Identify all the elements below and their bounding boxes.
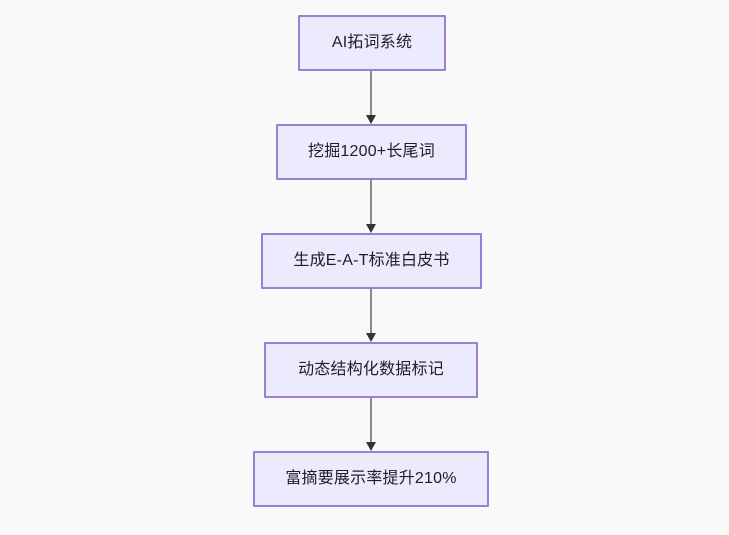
flow-node-rich-snippet-rate-increase[interactable]: 富摘要展示率提升210% [253, 451, 489, 507]
arrowhead-icon [365, 115, 376, 124]
edge-line [370, 289, 372, 333]
arrowhead-icon [365, 442, 376, 451]
flow-node-label: 生成E-A-T标准白皮书 [293, 252, 450, 269]
arrowhead-icon [365, 224, 376, 233]
flow-node-dynamic-structured-data-markup[interactable]: 动态结构化数据标记 [264, 342, 478, 398]
flow-node-label: 挖掘1200+长尾词 [308, 143, 435, 160]
flow-node-generate-eat-whitepaper[interactable]: 生成E-A-T标准白皮书 [261, 233, 482, 289]
flow-node-label: 富摘要展示率提升210% [285, 470, 457, 487]
edge-line [370, 71, 372, 115]
flow-node-mine-longtail-keywords[interactable]: 挖掘1200+长尾词 [276, 124, 467, 180]
edge-line [370, 180, 372, 224]
arrowhead-icon [365, 333, 376, 342]
flow-node-ai-keyword-system[interactable]: AI拓词系统 [298, 15, 446, 71]
flow-node-label: AI拓词系统 [331, 34, 413, 51]
flow-node-label: 动态结构化数据标记 [298, 361, 444, 378]
edge-line [370, 398, 372, 442]
